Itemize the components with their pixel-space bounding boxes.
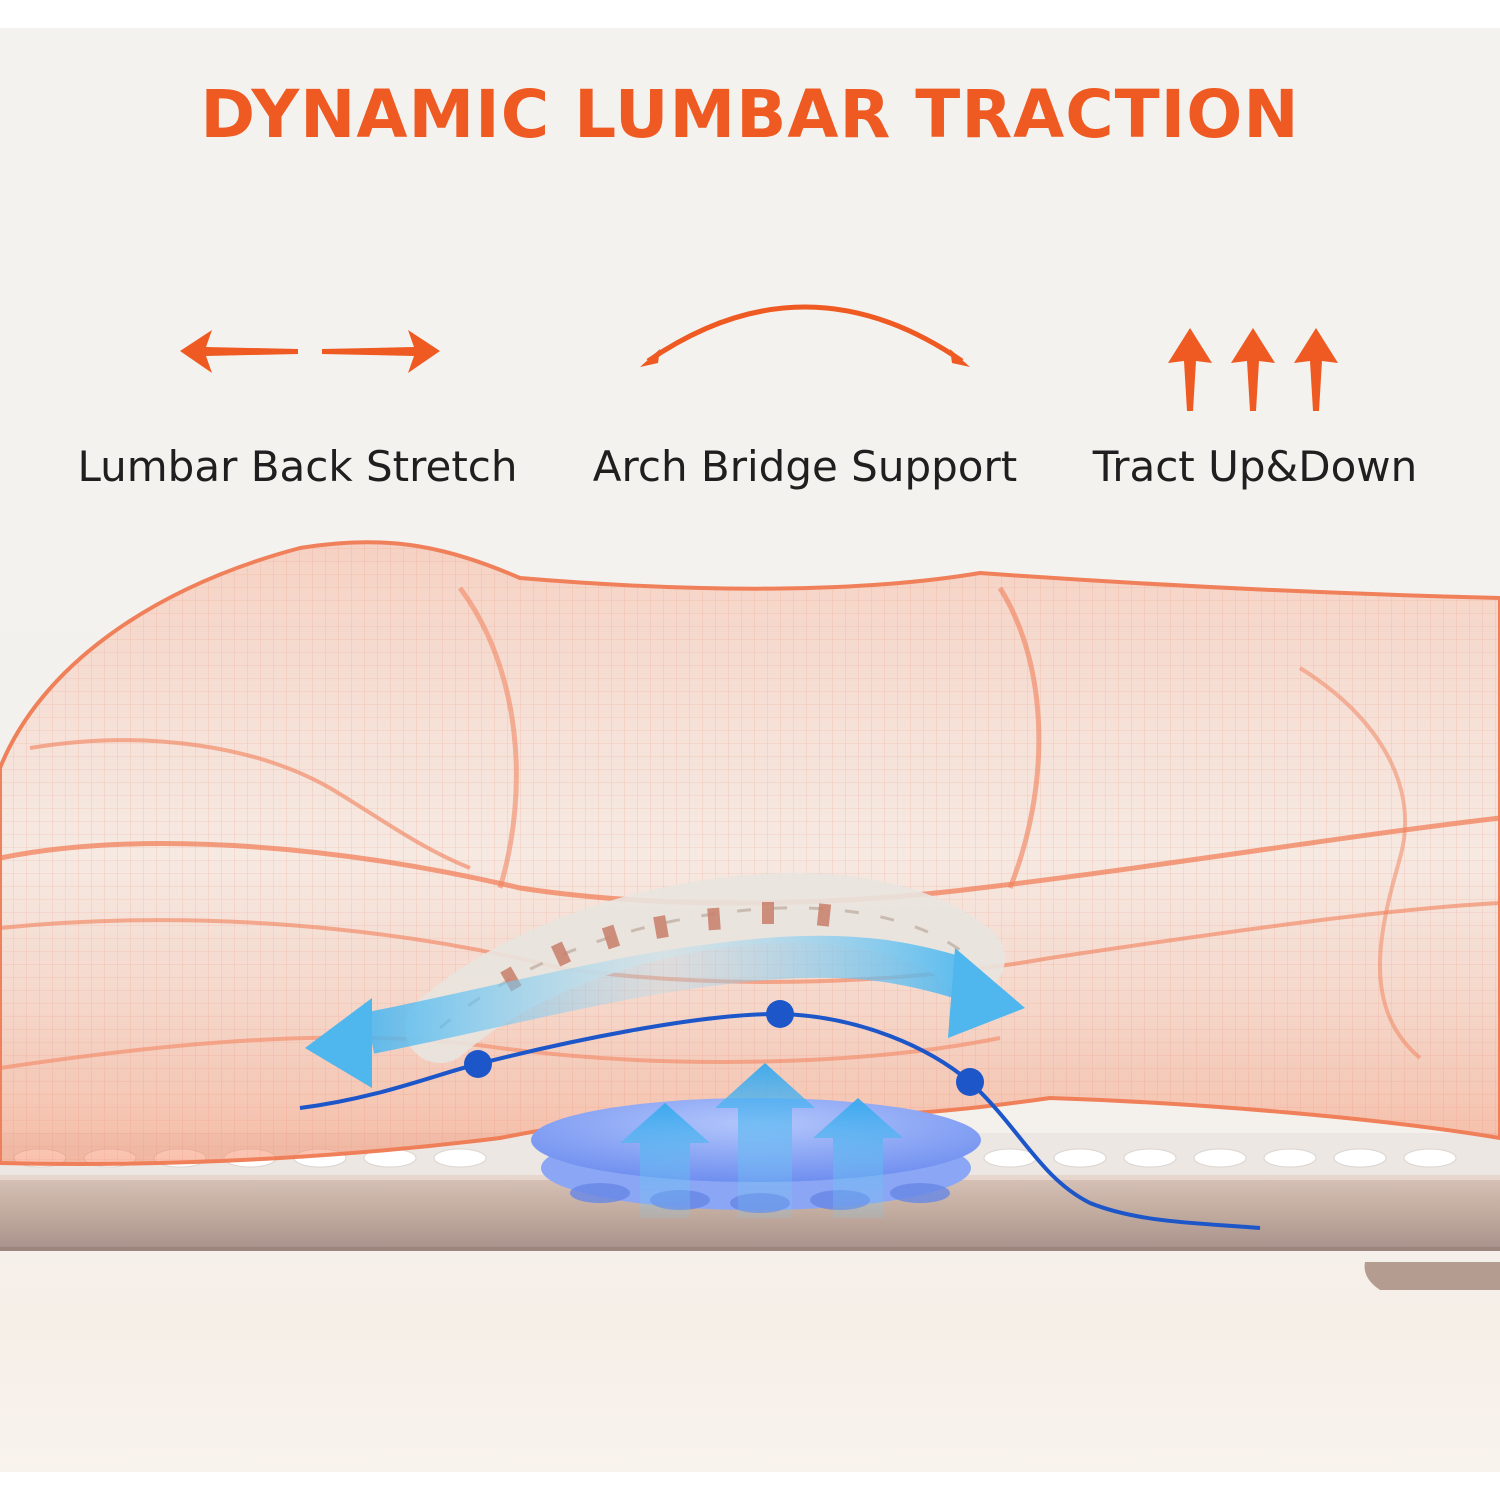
- stretch-flow-arrow: [305, 935, 1025, 1088]
- feature-label-tract-up-down: Tract Up&Down: [1092, 442, 1418, 491]
- curve-point: [766, 1000, 794, 1028]
- feature-label-lumbar-back-stretch: Lumbar Back Stretch: [77, 442, 518, 491]
- double-arrow-horizontal-icon: [180, 330, 440, 373]
- up-arrows-icon: [1168, 328, 1338, 411]
- traction-illustration: [0, 540, 1500, 1290]
- page-title: DYNAMIC LUMBAR TRACTION: [200, 76, 1300, 153]
- arch-arrow-icon: [640, 304, 970, 367]
- feature-label-arch-bridge-support: Arch Bridge Support: [592, 442, 1018, 491]
- curve-point: [464, 1050, 492, 1078]
- body-wireframe: [0, 540, 1500, 1166]
- spine-illustration: [405, 872, 1005, 1063]
- spine-curve-line: [299, 1000, 1261, 1230]
- lift-arrows: [620, 1063, 903, 1218]
- curve-point: [956, 1068, 984, 1096]
- product-banner: DYNAMIC LUMBAR TRACTION Lumbar Back Stre…: [0, 28, 1500, 1472]
